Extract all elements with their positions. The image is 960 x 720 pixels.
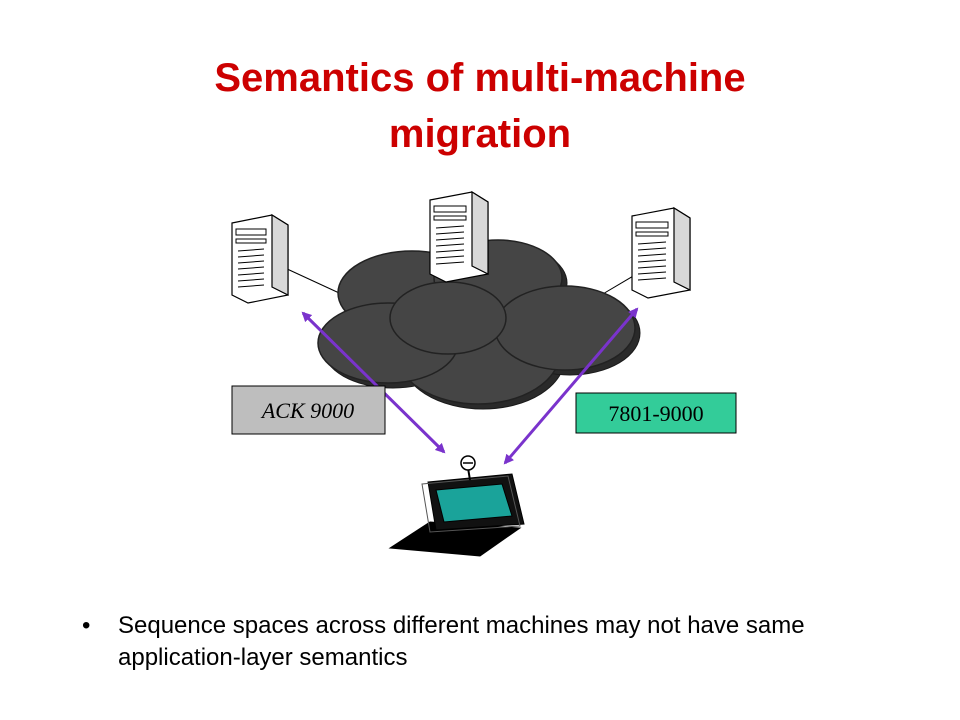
sequence-range-box: 7801-9000 bbox=[575, 392, 737, 434]
center-server-icon bbox=[429, 190, 489, 283]
title-line-2: migration bbox=[388, 112, 572, 156]
laptop-icon bbox=[388, 455, 525, 557]
right-server-icon bbox=[631, 206, 691, 299]
bullet-dot-icon: • bbox=[82, 612, 91, 639]
left-arrow bbox=[301, 311, 446, 454]
bullet-item: • Sequence spaces across different machi… bbox=[82, 610, 882, 674]
ack-label-box: ACK 9000 bbox=[231, 385, 386, 435]
title-line-1: Semantics of multi-machine bbox=[214, 56, 746, 100]
sequence-range-label: 7801-9000 bbox=[608, 401, 703, 426]
ack-label: ACK 9000 bbox=[260, 398, 354, 423]
slide-title: Semantics of multi-machine migration bbox=[80, 50, 880, 162]
right-arrow bbox=[503, 307, 639, 465]
bullet-text: Sequence spaces across different machine… bbox=[118, 612, 805, 671]
left-server-icon bbox=[231, 213, 289, 304]
